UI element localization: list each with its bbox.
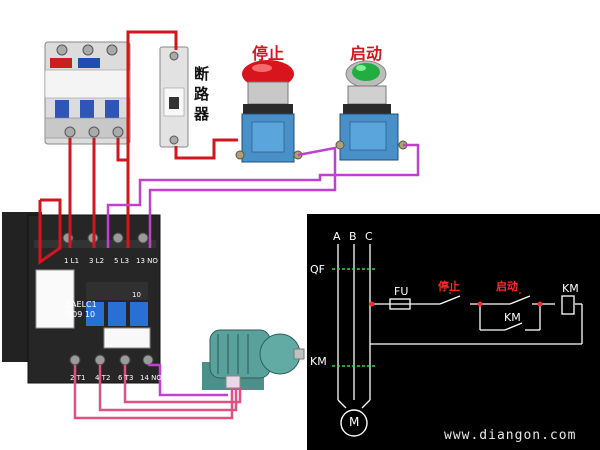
stop-push-button <box>235 60 303 163</box>
phase-c: C <box>365 230 373 243</box>
schematic-stop-label: 停止 <box>438 280 460 293</box>
terminal-t3: 6 T3 <box>118 374 134 382</box>
terminal-l2: 3 L2 <box>89 257 105 265</box>
motor-wires <box>73 365 242 420</box>
qf-label: QF <box>310 263 325 276</box>
breaker-label-2: 路 <box>194 85 210 103</box>
purple-wires <box>106 143 420 397</box>
breaker-label-3: 器 <box>194 105 210 123</box>
terminal-l3: 5 L3 <box>114 257 130 265</box>
breaker-label-1: 断 <box>194 65 210 83</box>
schematic-start-label: 启动 <box>496 280 518 293</box>
terminal-14no: 14 NO <box>140 374 162 382</box>
motor <box>202 329 305 390</box>
contactor-model-2: D09 10 <box>66 310 96 319</box>
terminal-t2: 4 T2 <box>95 374 111 382</box>
stop-button-label: 停止 <box>252 44 285 63</box>
contactor-aux-label: 10 <box>132 291 141 299</box>
watermark: www.diangon.com <box>444 428 577 443</box>
km-coil-label: KM <box>562 282 579 295</box>
terminal-13no: 13 NO <box>136 257 158 265</box>
start-button-label: 启动 <box>350 44 383 63</box>
phase-b: B <box>349 230 357 243</box>
motor-symbol-label: M <box>349 415 360 429</box>
contactor-model-1: EAELC1 <box>66 300 97 309</box>
schematic-panel <box>307 214 600 450</box>
km-main-label: KM <box>310 355 327 368</box>
phase-a: A <box>333 230 341 243</box>
fu-label: FU <box>394 285 409 298</box>
km-aux-label: KM <box>504 311 521 324</box>
terminal-t1: 2 T1 <box>70 374 86 382</box>
start-push-button <box>335 60 408 161</box>
three-pole-breaker <box>44 41 131 145</box>
terminal-l1: 1 L1 <box>64 257 80 265</box>
single-pole-breaker <box>159 46 189 148</box>
